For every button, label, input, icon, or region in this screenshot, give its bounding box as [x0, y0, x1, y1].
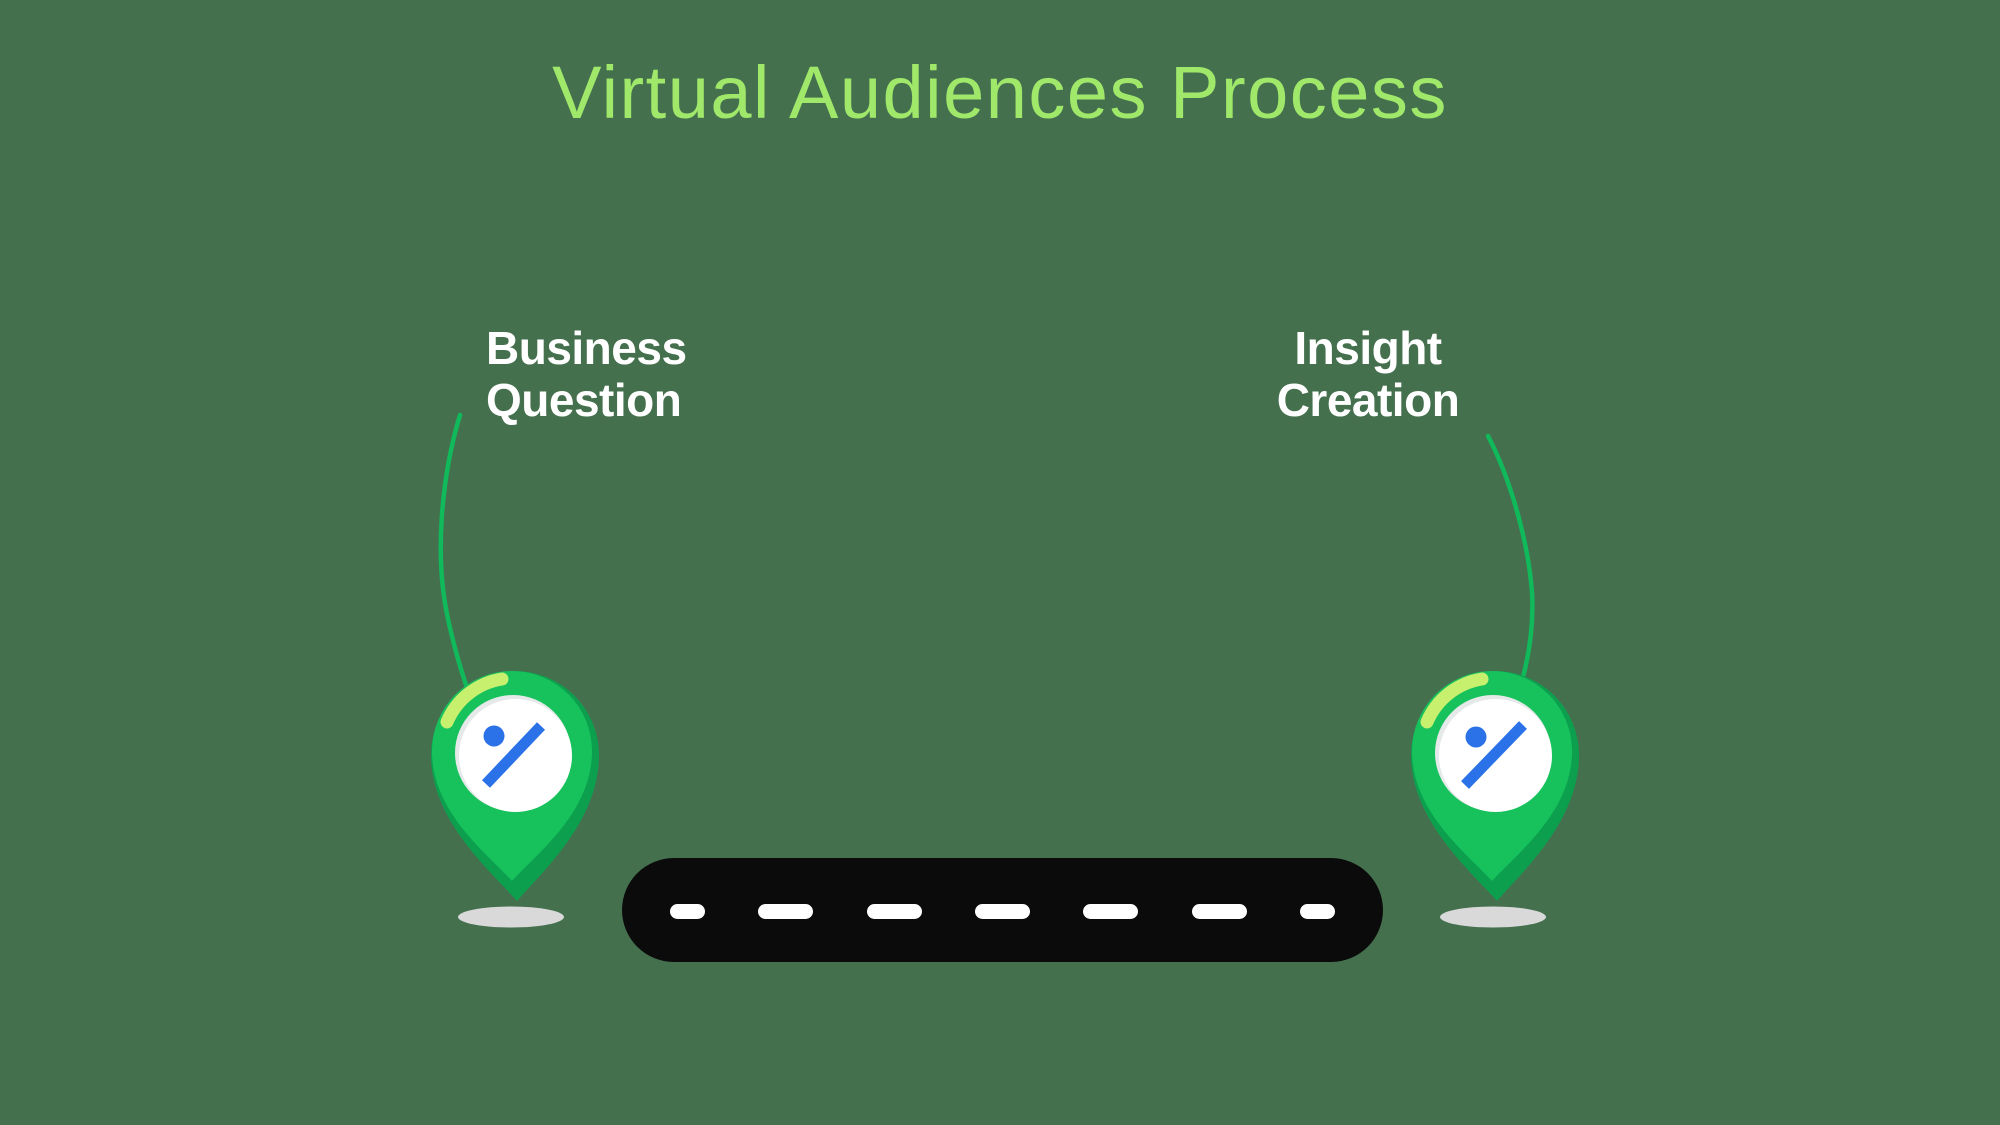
percent-slash — [1461, 721, 1527, 789]
pin-ground-shadow — [458, 906, 564, 928]
percent-icon — [1461, 721, 1527, 789]
end-label: Insight Creation — [1248, 322, 1488, 426]
road-dash — [758, 904, 813, 919]
pin-body — [1412, 671, 1572, 881]
start-label-line1: Business — [486, 322, 687, 374]
road — [622, 858, 1383, 962]
pin-face-circle — [1439, 699, 1552, 812]
start-pin-marker — [431, 671, 599, 928]
end-label-line1: Insight — [1294, 322, 1442, 374]
road-dash — [1192, 904, 1247, 919]
road-dash — [670, 904, 705, 919]
start-connector-curve — [438, 412, 470, 691]
end-pin-marker — [1411, 671, 1579, 928]
road-dash — [1083, 904, 1138, 919]
pin-ground-shadow — [1440, 906, 1546, 928]
start-label: Business Question — [486, 322, 687, 426]
end-connector-curve — [1485, 433, 1535, 680]
percent-slash — [482, 722, 545, 788]
road-dash — [1300, 904, 1335, 919]
pin-highlight-arc — [440, 672, 509, 729]
pin-body-shade — [1411, 671, 1579, 901]
end-label-line2: Creation — [1276, 374, 1460, 426]
road-dash — [867, 904, 922, 919]
page-title: Virtual Audiences Process — [552, 51, 1448, 134]
pin-face-rim — [455, 695, 571, 811]
percent-dot — [1465, 726, 1487, 748]
start-label-line2: Question — [486, 374, 682, 426]
percent-dot — [483, 725, 505, 747]
pin-face-rim — [1435, 695, 1551, 811]
pin-body-shade — [431, 671, 599, 901]
pin-highlight-arc — [1420, 672, 1489, 729]
percent-icon — [482, 722, 545, 788]
pin-body — [432, 671, 592, 881]
road-dash — [975, 904, 1030, 919]
pin-face-circle — [459, 699, 572, 812]
